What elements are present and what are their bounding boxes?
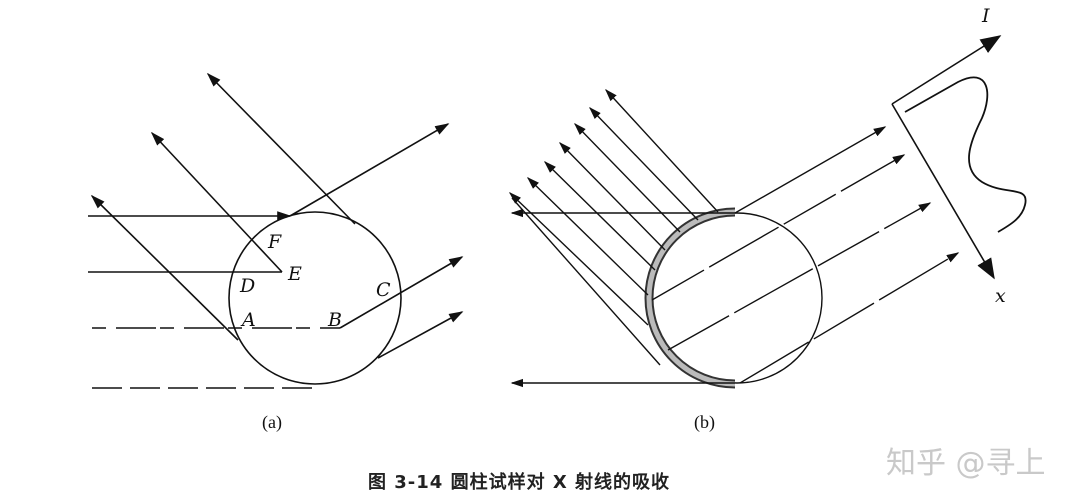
position-axis bbox=[891, 103, 995, 280]
cylinder-cross-section-a bbox=[228, 211, 402, 385]
figure-caption: 图 3-14 圆柱试样对 X 射线的吸收 bbox=[368, 472, 670, 493]
absorbing-layer bbox=[644, 207, 736, 389]
label-D: D bbox=[239, 275, 255, 297]
watermark: 知乎 @寻上 bbox=[886, 446, 1046, 481]
axis-label-x: x bbox=[995, 285, 1006, 307]
panel-b-diagram bbox=[508, 35, 1027, 389]
panel-a-diagram bbox=[88, 72, 464, 389]
label-C: C bbox=[376, 279, 391, 301]
panel-a-point-labels: F E D A B C bbox=[239, 231, 391, 331]
panel-b-label: (b) bbox=[694, 412, 715, 433]
label-A: A bbox=[240, 309, 256, 331]
intensity-curve bbox=[904, 76, 1027, 233]
label-B: B bbox=[327, 309, 342, 331]
label-F: F bbox=[267, 231, 282, 253]
intensity-axis bbox=[891, 35, 1002, 105]
axis-label-I: I bbox=[981, 5, 990, 27]
label-E: E bbox=[287, 263, 302, 285]
panel-a-label: (a) bbox=[262, 412, 282, 433]
